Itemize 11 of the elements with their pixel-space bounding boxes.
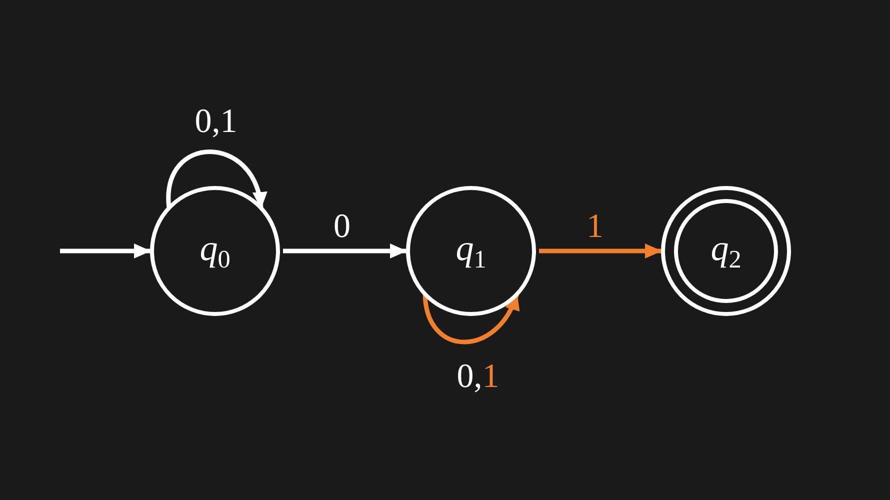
- state-circle: [150, 186, 280, 316]
- self-loop-arrow: [422, 293, 520, 344]
- state-circle: [406, 186, 536, 316]
- transition-arrow: [283, 244, 407, 258]
- state-label: q$_{0}$: [200, 230, 230, 272]
- start-arrow: [60, 244, 151, 258]
- state-label: q$_{1}$: [456, 230, 486, 272]
- transition-arrow: [539, 244, 662, 258]
- state-label: q$_{2}$: [710, 230, 742, 272]
- self-loop-arrow: [166, 150, 266, 209]
- accepting-state-circle: [661, 186, 791, 316]
